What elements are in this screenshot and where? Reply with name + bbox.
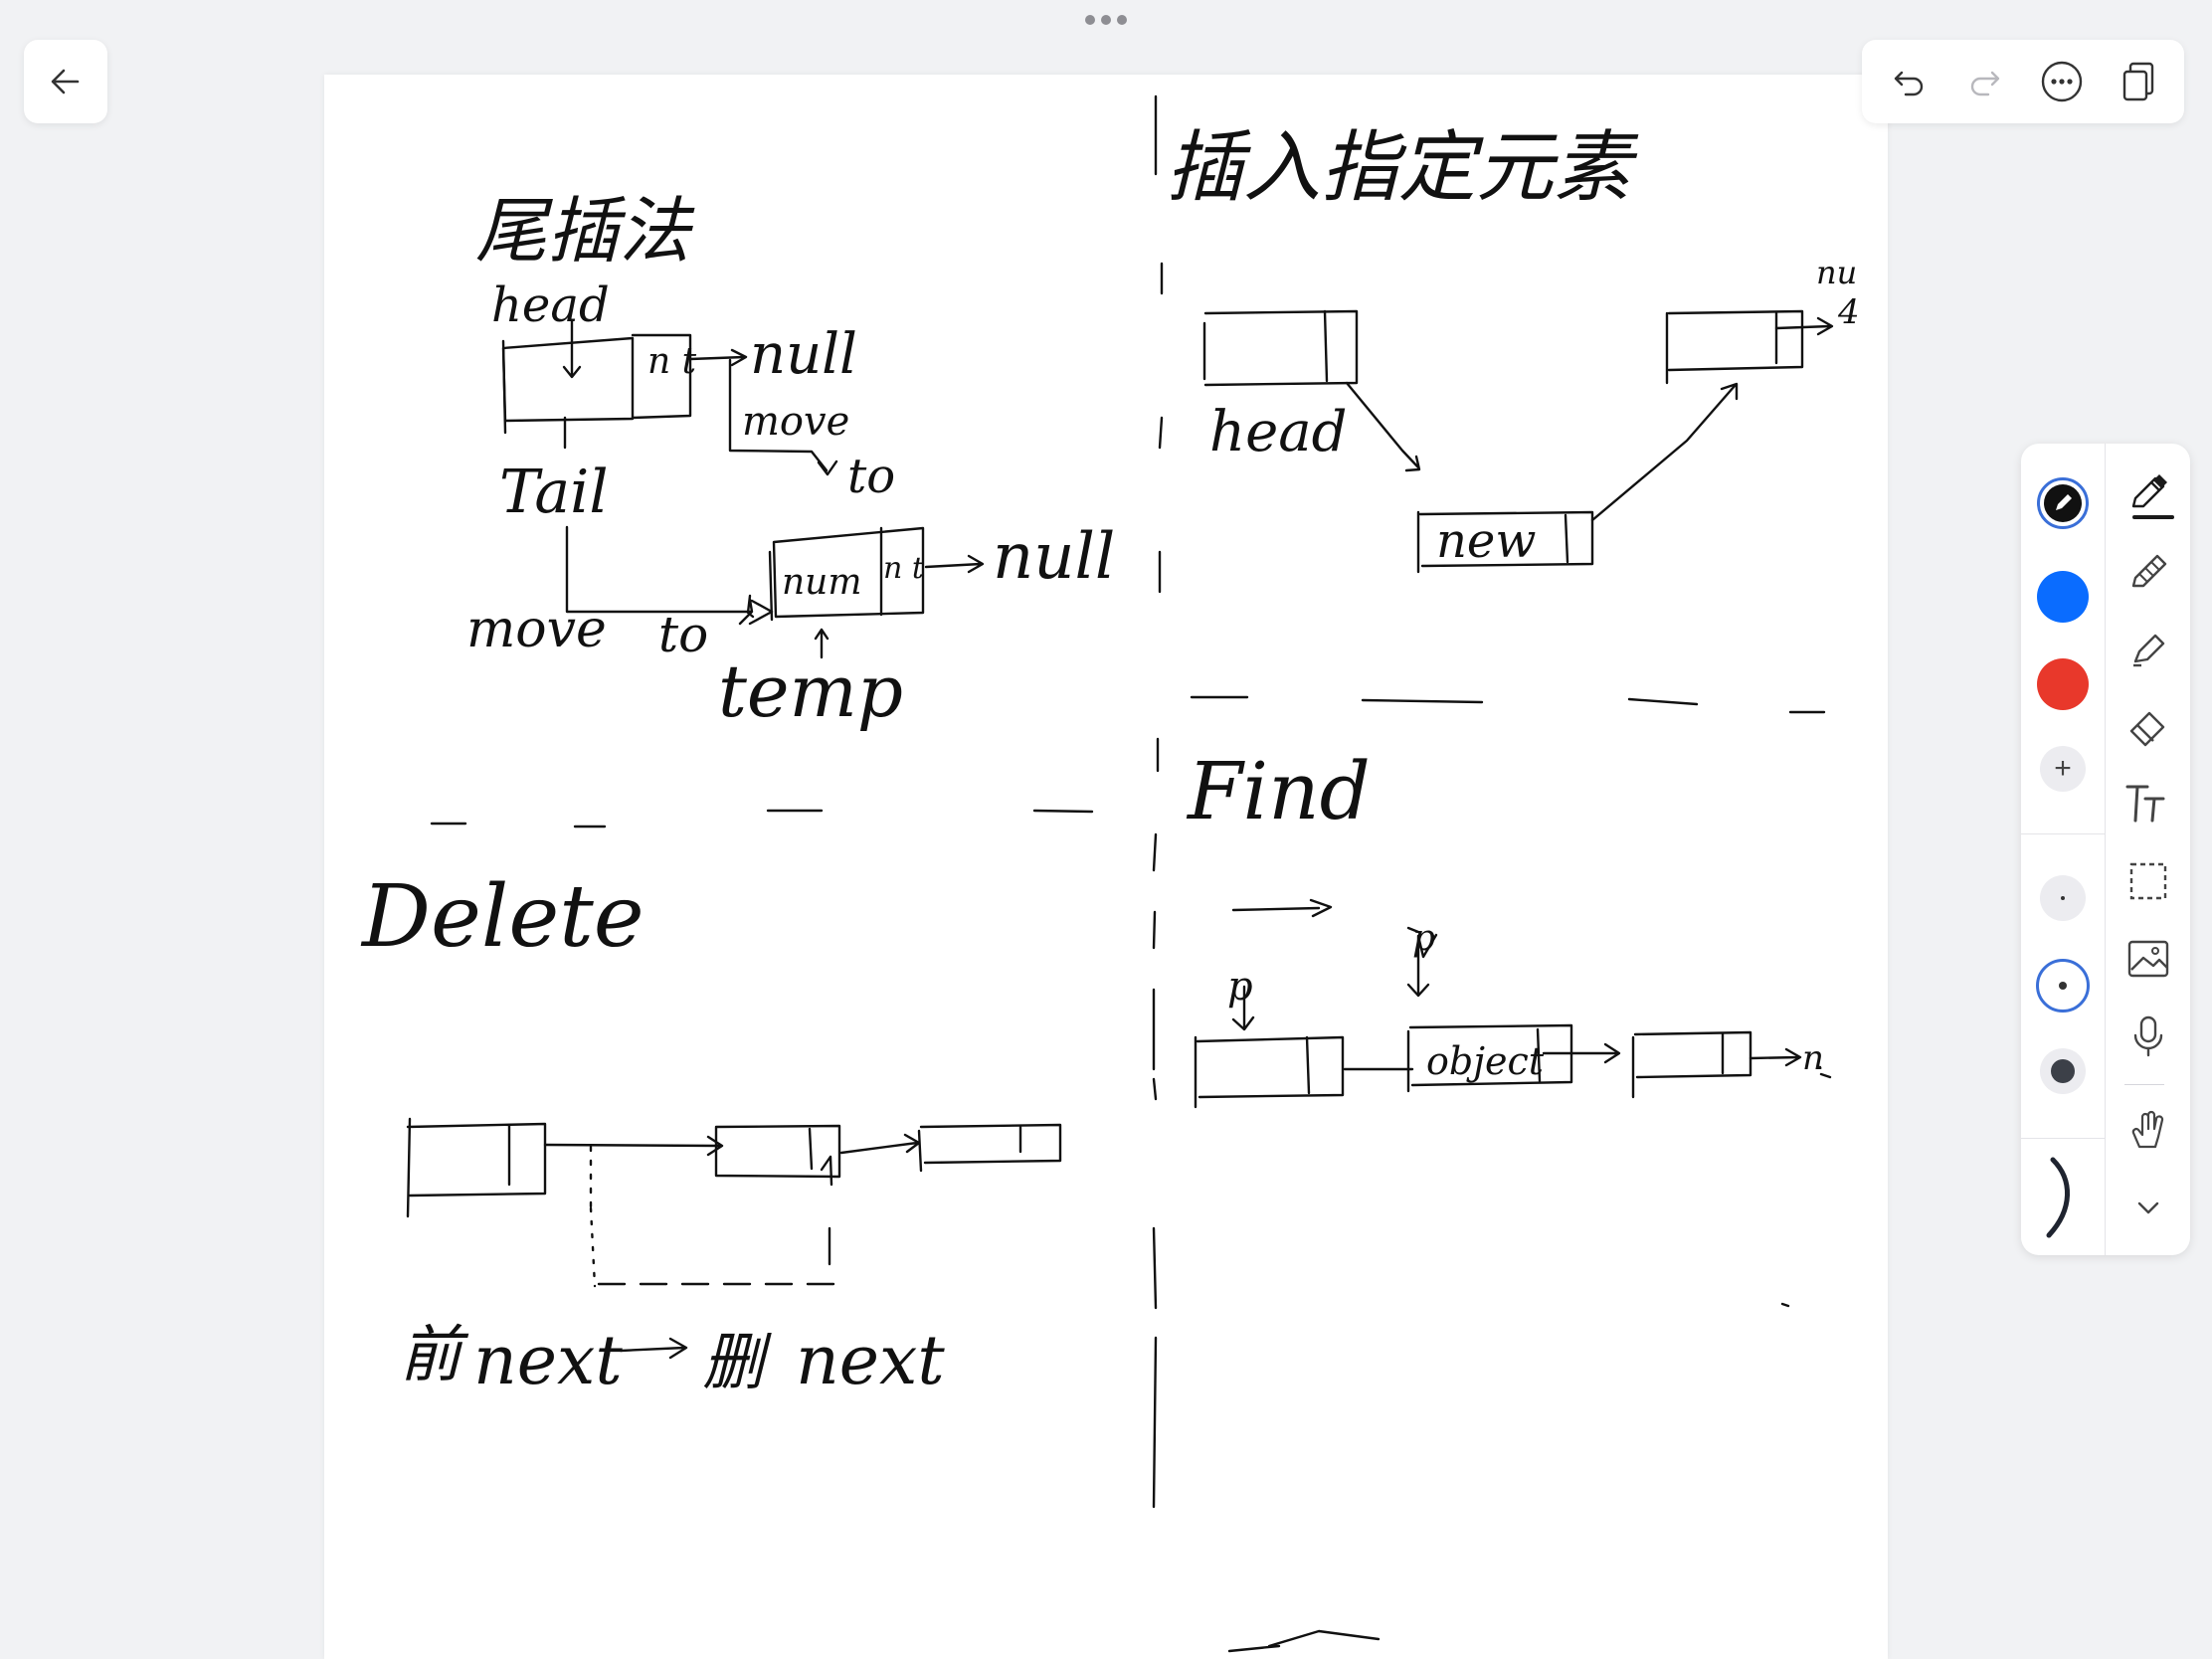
text-tool[interactable] bbox=[2119, 774, 2178, 833]
arrow-left-icon bbox=[51, 69, 80, 94]
add-color-button[interactable]: + bbox=[2040, 746, 2086, 792]
formula-prefix: 前 bbox=[400, 1318, 469, 1390]
top-toolbar bbox=[1862, 40, 2184, 123]
label-nu: nu bbox=[1816, 254, 1857, 291]
tools-divider bbox=[2124, 1084, 2164, 1085]
pages-button[interactable] bbox=[2109, 52, 2168, 111]
image-icon bbox=[2127, 940, 2169, 978]
highlighter-icon bbox=[2133, 634, 2165, 667]
color-swatch-black[interactable] bbox=[2037, 477, 2089, 529]
label-temp: temp bbox=[718, 649, 903, 733]
size-medium-dot bbox=[2059, 982, 2067, 990]
dot bbox=[1101, 15, 1111, 25]
formula-mid: 删 bbox=[702, 1326, 772, 1398]
color-swatch-blue[interactable] bbox=[2037, 571, 2089, 623]
back-button[interactable] bbox=[24, 40, 107, 123]
selected-tool-indicator bbox=[2132, 515, 2174, 519]
plus-icon: + bbox=[2054, 752, 2072, 785]
pen-tool[interactable] bbox=[2119, 463, 2178, 523]
pencil-tool[interactable] bbox=[2119, 541, 2178, 601]
lasso-icon bbox=[2129, 862, 2167, 900]
dot bbox=[1085, 15, 1095, 25]
size-small-dot bbox=[2061, 896, 2065, 900]
undo-icon bbox=[1894, 71, 1923, 96]
label-to1: to bbox=[847, 449, 895, 504]
section-title-find: Find bbox=[1186, 745, 1371, 837]
label-p2: p bbox=[1412, 918, 1435, 959]
formula-next2: next bbox=[796, 1322, 945, 1400]
stroke-size-small[interactable] bbox=[2040, 875, 2086, 921]
size-large-dot bbox=[2051, 1059, 2075, 1083]
collapse-palette-button[interactable] bbox=[2119, 1178, 2178, 1237]
stroke-preview bbox=[2046, 1157, 2070, 1238]
more-button[interactable] bbox=[2032, 52, 2092, 111]
palette-section-divider bbox=[2021, 833, 2105, 834]
microphone-icon bbox=[2133, 1015, 2163, 1057]
chevron-down-icon bbox=[2137, 1201, 2159, 1214]
image-tool[interactable] bbox=[2119, 929, 2178, 989]
label-num: num bbox=[782, 562, 862, 603]
label-next1: n t bbox=[647, 341, 697, 382]
label-to2: to bbox=[658, 606, 708, 663]
section-title-insert: 插入指定元素 bbox=[1166, 123, 1639, 213]
eraser-tool[interactable] bbox=[2119, 696, 2178, 756]
label-head: head bbox=[491, 277, 610, 333]
label-p1: p bbox=[1227, 964, 1253, 1010]
text-tool-icon bbox=[2125, 785, 2165, 823]
section-title-tail-insert: 尾插法 bbox=[475, 189, 695, 273]
label-move2: move bbox=[466, 600, 607, 659]
label-new: new bbox=[1436, 513, 1536, 569]
pages-icon bbox=[2122, 62, 2153, 101]
undo-button[interactable] bbox=[1879, 52, 1938, 111]
palette-section-divider bbox=[2021, 1138, 2105, 1139]
hand-tool[interactable] bbox=[2119, 1100, 2178, 1160]
stroke-size-large[interactable] bbox=[2040, 1048, 2086, 1094]
label-next2: n t bbox=[883, 551, 925, 586]
redo-icon bbox=[1970, 71, 1999, 96]
eraser-icon bbox=[2129, 711, 2165, 747]
hand-icon bbox=[2131, 1110, 2164, 1149]
label-four: 4 bbox=[1837, 292, 1860, 332]
label-null1: null bbox=[750, 322, 857, 387]
redo-button[interactable] bbox=[1955, 52, 2015, 111]
section-title-delete: Delete bbox=[360, 867, 645, 967]
label-n: n bbox=[1802, 1038, 1824, 1078]
label-tail: Tail bbox=[499, 458, 609, 527]
formula-next1: next bbox=[473, 1322, 623, 1400]
palette-divider bbox=[2105, 444, 2106, 1255]
multitasking-dots[interactable] bbox=[1082, 13, 1130, 27]
stroke-size-medium[interactable] bbox=[2036, 959, 2090, 1013]
label-head-2: head bbox=[1209, 400, 1347, 464]
handwriting-layer: 尾插法 head n t null move to Tail num n t n… bbox=[360, 94, 1860, 1653]
drawing-palette: + bbox=[2021, 444, 2190, 1255]
lasso-select-tool[interactable] bbox=[2119, 851, 2178, 911]
dot bbox=[1117, 15, 1127, 25]
microphone-tool[interactable] bbox=[2119, 1007, 2178, 1066]
label-object: object bbox=[1426, 1039, 1545, 1083]
color-swatch-red[interactable] bbox=[2037, 658, 2089, 710]
pencil-icon bbox=[2131, 554, 2167, 588]
highlighter-tool[interactable] bbox=[2119, 619, 2178, 678]
pen-icon bbox=[2131, 474, 2167, 508]
more-icon bbox=[2041, 61, 2082, 102]
label-move1: move bbox=[742, 399, 849, 445]
note-canvas[interactable]: 尾插法 head n t null move to Tail num n t n… bbox=[324, 75, 1888, 1659]
label-null2: null bbox=[993, 520, 1115, 594]
pen-nib-icon bbox=[2056, 494, 2072, 510]
